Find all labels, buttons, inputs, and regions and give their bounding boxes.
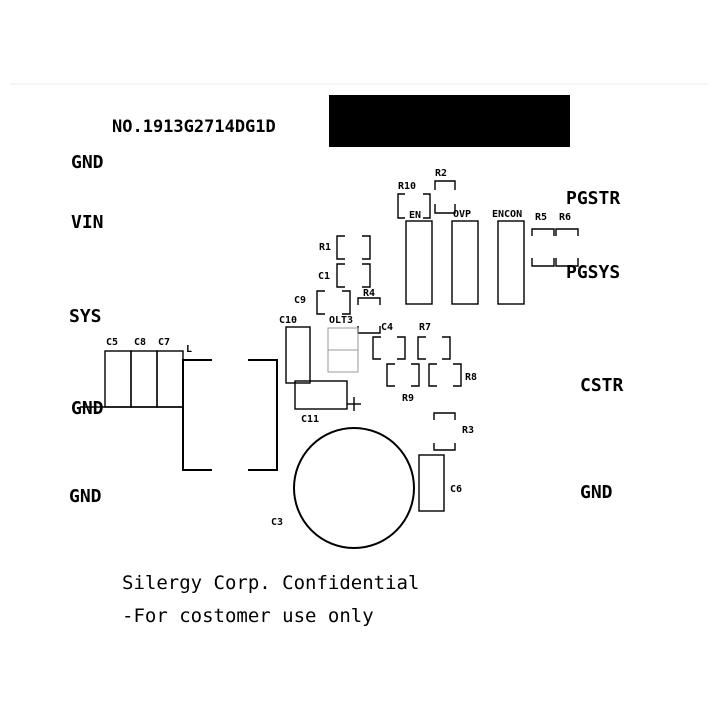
c8-outline [130,350,158,408]
ref-r6: R6 [559,212,571,223]
ref-r7: R7 [419,322,431,333]
ref-c7: C7 [158,337,170,348]
c10-outline [285,326,311,384]
c5-outline [104,350,132,408]
c1-outline [336,263,371,288]
c11-outline [294,380,348,410]
r5-outline [531,228,555,267]
label-gnd-mid-left: GND [71,398,104,419]
ref-c9: C9 [294,295,306,306]
ref-r10: R10 [398,181,416,192]
ref-c4: C4 [381,322,393,333]
ref-c10: C10 [279,315,297,326]
ref-r8: R8 [465,372,477,383]
ref-r2: R2 [435,168,447,179]
r7-outline [417,336,451,360]
c4-outline [372,336,406,360]
redaction-bar [329,95,570,147]
c9-outline [316,290,351,315]
ref-c1: C1 [318,271,330,282]
r8-outline [428,363,462,387]
label-pgsys: PGSYS [566,262,620,283]
ref-u1: OLT3 [329,315,353,326]
ref-r1: R1 [319,242,331,253]
ref-c8: C8 [134,337,146,348]
board-number: NO.1913G2714DG1D [112,117,276,137]
ref-c3: C3 [271,517,283,528]
ref-en: EN [409,210,421,221]
label-cstr: CSTR [580,375,624,396]
footer-line-1: Silergy Corp. Confidential [122,572,419,594]
ovp-header [451,220,479,305]
r4-outline [357,297,381,334]
ref-l: L [186,344,192,355]
footer-line-2: -For costomer use only [122,605,374,627]
ref-c11: C11 [301,414,319,425]
inductor-outline-left [182,359,212,471]
ref-r3: R3 [462,425,474,436]
r2-outline [434,180,456,214]
label-sys: SYS [69,306,102,327]
r6-outline [555,228,579,267]
r9-outline [386,363,420,387]
label-gnd-top-left: GND [71,152,104,173]
label-vin: VIN [71,212,104,233]
label-pgstr: PGSTR [566,188,620,209]
ref-c5: C5 [106,337,118,348]
label-gnd-right: GND [580,482,613,503]
ref-c6: C6 [450,484,462,495]
en-header [405,220,433,305]
c3-outline [293,427,415,549]
r10-outline [397,193,431,219]
label-gnd-bottom-left: GND [69,486,102,507]
ref-ovp: OVP [453,209,471,220]
r1-outline [336,235,371,260]
r3-outline [433,412,456,451]
encon-header [497,220,525,305]
inductor-outline-right [248,359,278,471]
ref-r5: R5 [535,212,547,223]
ref-r4: R4 [363,288,375,299]
c6-outline [418,454,445,512]
c7-outline [156,350,184,408]
ref-r9: R9 [402,393,414,404]
ref-encon: ENCON [492,209,522,220]
